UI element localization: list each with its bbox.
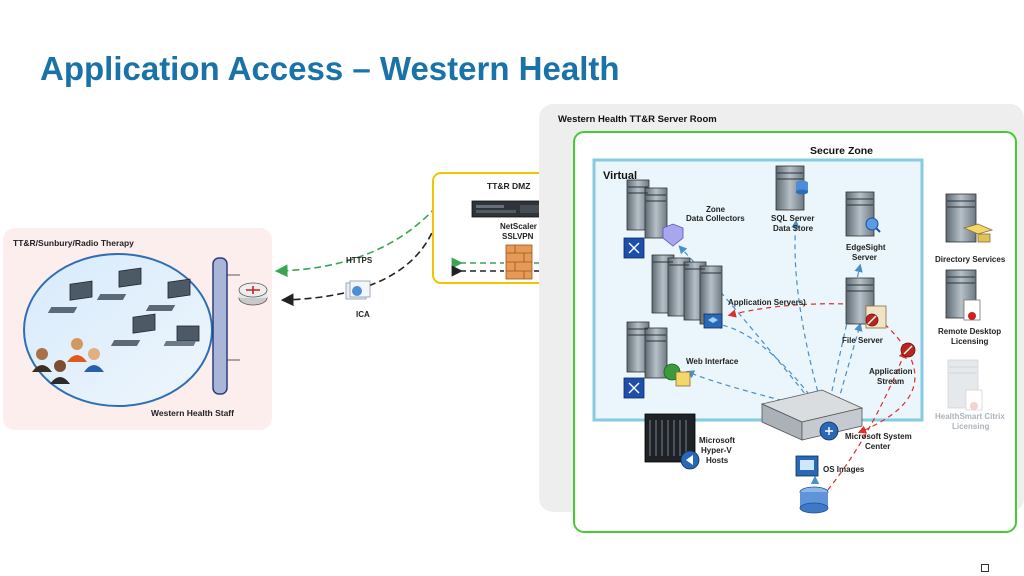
app-stream-label-line2: Stream	[877, 377, 904, 386]
hyperv-label-line2: Hyper-V	[701, 446, 732, 455]
server-room-heading: Western Health TT&R Server Room	[558, 114, 717, 125]
ica-client-icon	[345, 280, 371, 300]
edgesight-label-line1: EdgeSight	[846, 243, 886, 252]
edgesight-server-icon	[845, 191, 881, 237]
app-stream-icon	[900, 342, 916, 358]
secure-zone-label: Secure Zone	[810, 145, 873, 157]
staff-panel-heading: TT&R/Sunbury/Radio Therapy	[13, 238, 134, 248]
netscaler-label-line2: SSLVPN	[502, 232, 534, 241]
edgesight-label-line2: Server	[852, 253, 877, 262]
sys-center-label-line1: Microsoft System	[845, 432, 912, 441]
netscaler-label-line1: NetScaler	[500, 222, 537, 231]
application-servers-icon	[651, 254, 723, 329]
sql-server-icon	[775, 165, 808, 211]
file-server-label: File Server	[842, 336, 883, 345]
laptop-icon	[163, 325, 200, 346]
zone-collectors-label-line1: Zone	[706, 205, 726, 214]
app-stream-label-line1: Application	[869, 367, 913, 376]
hyperv-blade-chassis-icon	[644, 413, 700, 470]
stream-connections	[727, 303, 916, 498]
slide-title: Application Access – Western Health	[40, 50, 620, 87]
web-interface-label: Web Interface	[686, 357, 739, 366]
os-images-label: OS Images	[823, 465, 865, 474]
remote-desktop-licensing-icon	[945, 269, 981, 321]
wireless-ap-icon	[623, 377, 645, 399]
workstation-icon	[96, 267, 142, 300]
workstation-icon	[145, 278, 191, 311]
remote-desktop-label-line2: Licensing	[951, 337, 988, 346]
hyperv-label-line3: Hosts	[706, 456, 729, 465]
https-label: HTTPS	[346, 256, 373, 265]
ica-label: ICA	[356, 310, 370, 319]
web-interface-servers-icon	[626, 321, 691, 387]
firewall-icon	[505, 244, 533, 280]
service-connections	[678, 219, 863, 492]
router-icon	[238, 282, 268, 306]
directory-services-icon	[945, 193, 994, 243]
users-icon	[32, 338, 104, 384]
collector-shield-icon	[662, 223, 684, 247]
sql-label-line2: Data Store	[773, 224, 814, 233]
staff-panel-caption: Western Health Staff	[151, 408, 234, 418]
sql-label-line1: SQL Server	[771, 214, 814, 223]
virtual-label: Virtual	[603, 170, 637, 182]
zone-data-collectors-servers-icon	[626, 179, 668, 239]
healthsmart-licensing-icon	[947, 359, 983, 411]
dmz-heading: TT&R DMZ	[487, 181, 530, 191]
wireless-ap-icon	[623, 237, 645, 259]
healthsmart-label-line1: HealthSmart Citrix	[935, 412, 1005, 421]
app-servers-label: Application Servers)	[728, 298, 806, 307]
workstation-icon	[47, 280, 93, 313]
system-center-appliance-icon	[760, 389, 864, 441]
page-marker	[981, 564, 989, 572]
zone-collectors-label-line2: Data Collectors	[686, 214, 745, 223]
sys-center-label-line2: Center	[865, 442, 890, 451]
os-images-icon	[795, 455, 819, 477]
ica-connection	[280, 211, 446, 307]
healthsmart-label-line2: Licensing	[952, 422, 989, 431]
file-server-icon	[845, 277, 887, 329]
workstation-icon	[110, 313, 156, 346]
image-store-icon	[799, 486, 829, 514]
remote-desktop-label-line1: Remote Desktop	[938, 327, 1001, 336]
directory-services-label: Directory Services	[935, 255, 1006, 264]
hyperv-label-line1: Microsoft	[699, 436, 735, 445]
network-backbone	[212, 257, 228, 395]
